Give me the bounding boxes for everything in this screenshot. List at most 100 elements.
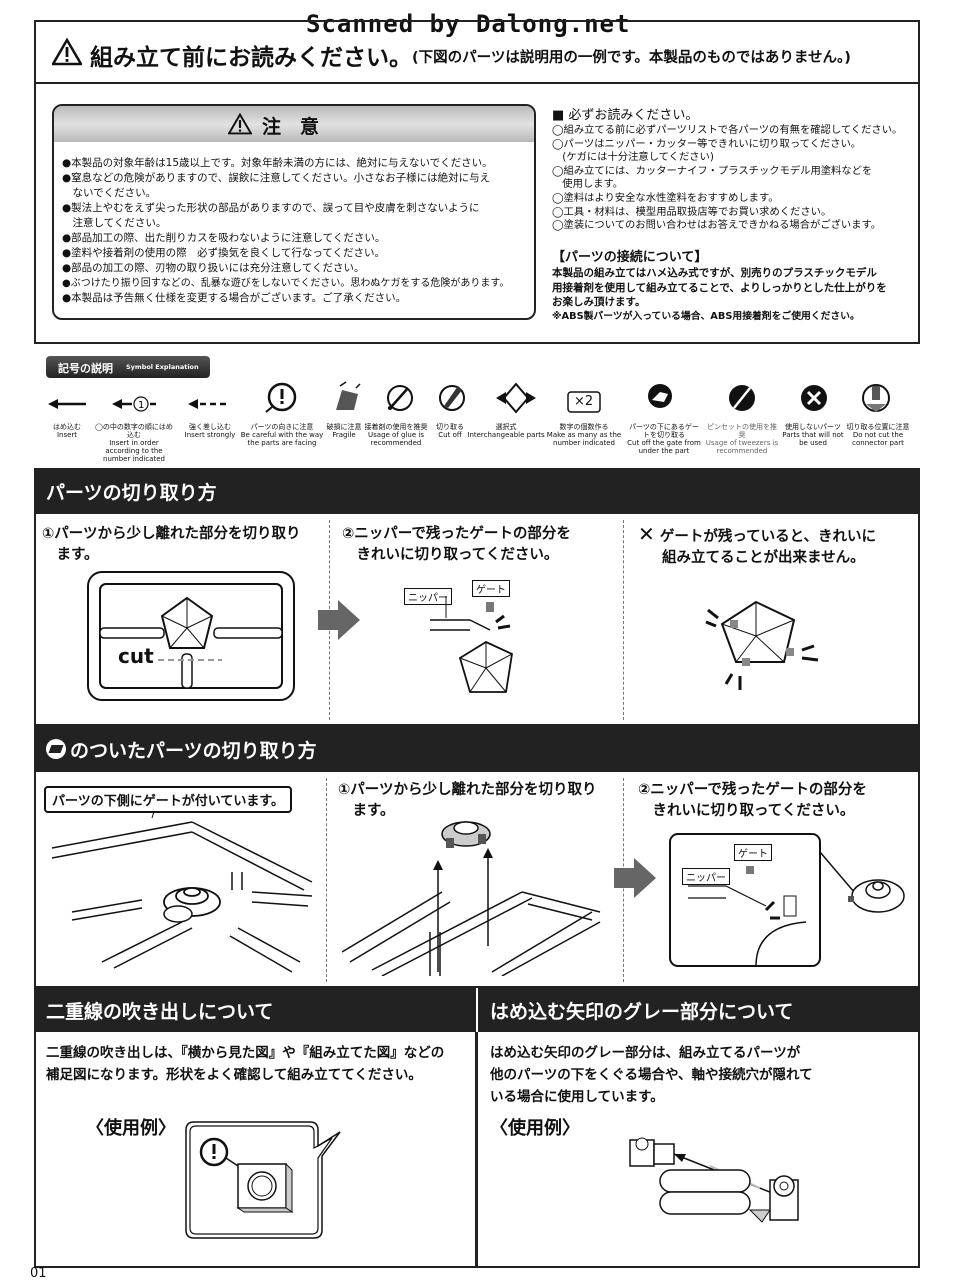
section-cutting-title: パーツの切り取り方 — [46, 481, 217, 504]
gate-label: ゲート — [734, 844, 772, 861]
insert-strongly-icon — [188, 399, 226, 409]
page-number: 01 — [30, 1266, 47, 1281]
arrow-right-icon — [614, 858, 656, 898]
section-cutting-header: パーツの切り取り方 — [34, 468, 920, 514]
caution-item: ないでください。 — [62, 187, 157, 199]
fragile-icon — [336, 381, 361, 410]
symbols-header — [46, 356, 210, 378]
section-grey-arrow-header: はめ込む矢印のグレー部分について — [478, 988, 920, 1032]
header-frame — [34, 20, 920, 84]
please-read-item: ◯組み立てる前に必ずパーツリストで各パーツの有無を確認してください。 — [552, 124, 903, 136]
connection-text: 本製品の組み立てはハメ込み式ですが、別売りのプラスチックモデル 用接着剤を使用し… — [552, 266, 912, 324]
runner-illustration — [87, 571, 295, 701]
exclamation-icon — [265, 382, 297, 413]
caution-title: 注 意 — [262, 116, 320, 138]
nipper-gate-illustration — [430, 596, 513, 693]
svg-text:1: 1 — [138, 400, 144, 411]
section-double-line-title: 二重線の吹き出しについて — [46, 1000, 274, 1023]
gate-remaining-illustration — [705, 600, 819, 690]
please-read-item: ◯塗料はより安全な水性塗料をおすすめします。 — [552, 191, 779, 204]
please-read-item: (ケガには十分注意してください) — [552, 151, 714, 164]
symbols-subtitle: Symbol Explanation — [126, 363, 199, 371]
caution-item: ●ぶつけたり振り回すなどの、乱暴な遊びをしないでください。思わぬケガをする危険が… — [62, 278, 510, 289]
connector-icon — [862, 384, 890, 412]
watermark: Scanned by Dalong.net — [306, 10, 631, 38]
caution-item: 注意してください。 — [62, 217, 167, 229]
caution-item: ●本製品は予告無く仕様を変更する場合がございます。ご了承ください。 — [62, 292, 407, 304]
please-read-item: ◯パーツはニッパー・カッター等できれいに切り取ってください。 — [552, 137, 862, 150]
please-read-item: ◯塗装についてのお問い合わせはお答えできかねる場合がございます。 — [552, 219, 882, 232]
caution-item: ●窒息などの危険がありますので、誤飲に注意してください。小さなお子様には絶対に与… — [62, 172, 491, 184]
warning-icon — [228, 113, 252, 135]
cutting-step1-text: ①パーツから少し離れた部分を切り取り ます。 — [42, 526, 301, 563]
section-grey-arrow-frame — [476, 1032, 920, 1268]
divider — [326, 778, 327, 982]
info-frame — [34, 84, 920, 344]
under-gate-icon — [648, 384, 672, 408]
double-line-text: 二重線の吹き出しは、『横から見た図』や『組み立てた図』などの補足図になります。形… — [46, 1045, 445, 1083]
section-double-line-header: 二重線の吹き出しについて — [34, 988, 476, 1032]
connection-line: 用接着剤を使用して組み立てることで、よりしっかりとした仕上がりを — [552, 281, 887, 294]
caution-box — [52, 104, 536, 320]
section-grey-arrow-title: はめ込む矢印のグレー部分について — [490, 1000, 794, 1023]
warning-icon — [52, 38, 82, 66]
under-gate-step1-text: ①パーツから少し離れた部分を切り取り ます。 — [338, 782, 597, 819]
cutting-step3-text: ✕ ゲートが残っていると、きれいに 組み立てることが出来ません。 — [638, 522, 877, 567]
please-read-item: 使用します。 — [552, 178, 624, 191]
caution-header — [54, 106, 534, 142]
make-count-icon — [567, 391, 601, 413]
symbols-title: 記号の説明 — [58, 362, 113, 375]
double-line-example-label: 〈使用例〉 — [86, 1118, 176, 1139]
header-note: (下図のパーツは説明用の一例です。本製品のものではありません。) — [412, 50, 851, 66]
under-gate-callout: パーツの下側にゲートが付いています。 — [44, 786, 293, 813]
connection-title: 【パーツの接続について】 — [552, 250, 708, 265]
caution-item: ●本製品の対象年齢は15歳以上です。対象年齢未満の方には、絶対に与えないでくださ… — [62, 157, 493, 169]
section-cutting-frame — [34, 514, 920, 726]
double-balloon-illustration — [185, 1121, 341, 1239]
section-under-gate-frame — [34, 772, 920, 988]
nipper-label: ニッパー — [404, 588, 452, 605]
section-under-gate-header: のついたパーツの切り取り方 — [34, 726, 920, 772]
zoom-balloon-illustration — [669, 833, 905, 967]
connection-line: お楽しみ頂けます。 — [552, 296, 646, 308]
under-gate-icon — [46, 739, 66, 759]
arrow-right-icon — [318, 600, 360, 640]
insert-arrow-icon — [48, 399, 86, 409]
please-read-title: ■ 必ずお読みください。 — [552, 108, 699, 123]
cut-label: cut — [118, 644, 154, 668]
please-read-list: ◯組み立てる前に必ずパーツリストで各パーツの有無を確認してください。 ◯パーツは… — [552, 124, 912, 233]
runner-grid-illustration — [51, 812, 313, 973]
not-used-icon — [801, 385, 827, 411]
caution-list: ●本製品の対象年齢は15歳以上です。対象年齢未満の方には、絶対に与えないでくださ… — [62, 156, 532, 306]
caution-item: ●部品の加工の際、刃物の取り扱いには充分注意してください。 — [62, 262, 365, 274]
ng-cross-icon: ✕ — [638, 522, 655, 546]
glue-icon — [387, 385, 413, 411]
grey-arrow-illustration — [629, 1137, 799, 1223]
caution-item: ●塗料や接着剤の使用の際 必ず換気を良くして行なってください。 — [62, 247, 386, 259]
please-read-item: ◯組み立てには、カッターナイフ・プラスチックモデル用塗料などを — [552, 164, 873, 177]
connection-line: 本製品の組み立てはハメ込み式ですが、別売りのプラスチックモデル — [552, 267, 877, 279]
divider — [623, 520, 624, 720]
cutting-step2-text: ②ニッパーで残ったゲートの部分を きれいに切り取ってください。 — [342, 526, 571, 563]
nipper-label: ニッパー — [682, 868, 730, 885]
caution-item: ●部品加工の際、出た削りカスを吸わないように注意してください。 — [62, 232, 386, 244]
section-under-gate-title: のついたパーツの切り取り方 — [70, 739, 317, 762]
insert-order-icon: 1 — [112, 396, 156, 412]
cut-runner-illustration — [342, 821, 601, 976]
grey-arrow-text: はめ込む矢印のグレー部分は、組み立てるパーツが他のパーツの下をくぐる場合や、軸や… — [490, 1045, 813, 1105]
page-title: 組み立て前にお読みください。 — [90, 45, 412, 71]
caution-item: ●製法上やむをえず尖った形状の部品がありますので、誤って目や皮膚を刺さないように — [62, 202, 480, 214]
symbol-icons: 1 — [48, 381, 890, 414]
symbol-x2-label: ×2 — [574, 394, 594, 409]
gate-label: ゲート — [472, 580, 510, 597]
